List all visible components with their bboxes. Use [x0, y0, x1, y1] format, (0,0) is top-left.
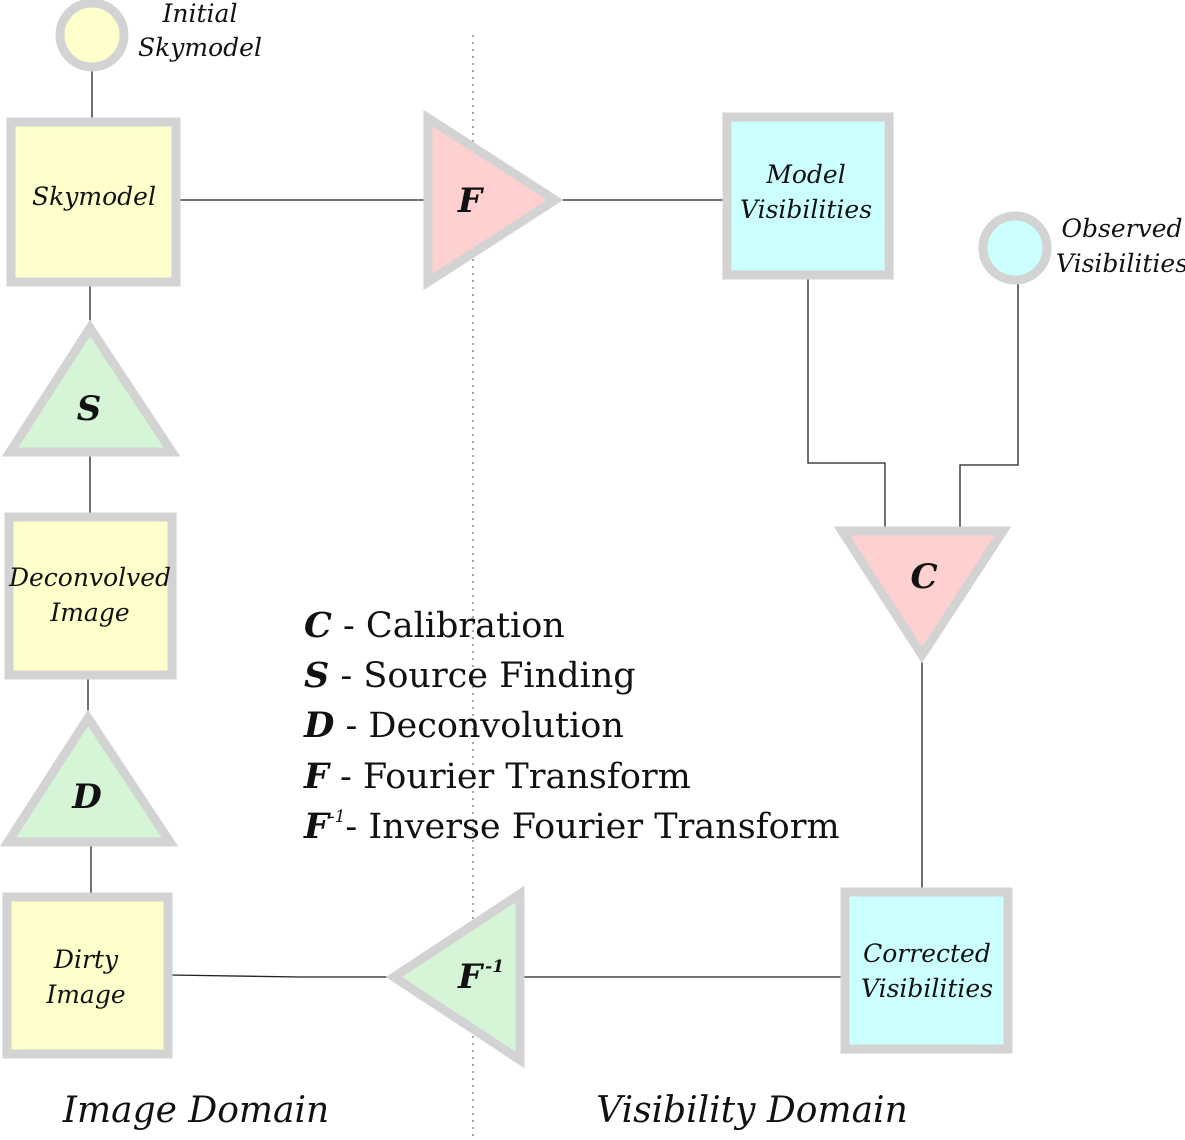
- legend-text: - Inverse Fourier Transform: [345, 807, 839, 847]
- model-visibilities-label-line2: Visibilities: [740, 195, 872, 224]
- dirty-image-label-line2: Image: [45, 980, 125, 1009]
- legend-text: - Calibration: [332, 606, 565, 646]
- deconvolution-operator: D: [0, 709, 179, 847]
- legend-item-source-finding: S - Source Finding: [304, 655, 636, 696]
- fourier-operator: F: [423, 109, 564, 291]
- source-finding-symbol: S: [77, 389, 102, 429]
- visibility-domain-label: Visibility Domain: [596, 1090, 908, 1131]
- edge-model-vis-to-calibration: [807, 276, 886, 528]
- deconvolution-triangle: [0, 709, 179, 847]
- legend-item-inverse-fourier: F-1- Inverse Fourier Transform: [303, 806, 840, 847]
- source-finding-operator: S: [1, 319, 181, 457]
- model-visibilities-label-line1: Model: [765, 160, 845, 189]
- dirty-image-box: [2, 892, 173, 1059]
- legend-symbol: S: [304, 655, 329, 696]
- image-domain-label: Image Domain: [62, 1090, 329, 1131]
- calibration-triangle: [833, 526, 1012, 664]
- skymodel-label: Skymodel: [32, 182, 156, 211]
- initial-skymodel-label-line2: Skymodel: [138, 33, 262, 62]
- fourier-symbol: F: [457, 181, 485, 221]
- legend-superscript: -1: [329, 807, 346, 827]
- deconvolved-image-box: [4, 512, 177, 680]
- legend-item-deconvolution: D - Deconvolution: [303, 705, 624, 746]
- legend-text: - Source Finding: [329, 656, 635, 696]
- corrected-visibilities-node: Corrected Visibilities: [840, 887, 1013, 1054]
- edge-observed-vis-to-calibration: [959, 280, 1019, 528]
- inverse-fourier-triangle: [385, 885, 525, 1069]
- deconvolved-image-label-line1: Deconvolved: [8, 563, 171, 592]
- calibration-symbol: C: [910, 557, 937, 597]
- inverse-fourier-symbol-base: F: [457, 957, 485, 997]
- edges: [87, 62, 1019, 978]
- deconvolved-image-label-line2: Image: [49, 598, 129, 627]
- skymodel-box: [6, 117, 181, 287]
- observed-visibilities-label-line1: Observed: [1062, 214, 1183, 243]
- initial-skymodel-circle: [55, 0, 129, 72]
- inverse-fourier-operator: F-1: [385, 885, 525, 1069]
- legend-item-calibration: C - Calibration: [304, 605, 565, 646]
- observed-visibilities-label-line2: Visibilities: [1056, 249, 1185, 278]
- dirty-image-label-line1: Dirty: [53, 945, 119, 974]
- deconvolved-image-node: Deconvolved Image: [4, 512, 177, 680]
- deconvolution-symbol: D: [71, 777, 102, 817]
- legend-item-fourier: F - Fourier Transform: [303, 756, 691, 797]
- observed-visibilities-circle: [978, 211, 1052, 285]
- initial-skymodel-label-line1: Initial: [162, 0, 238, 28]
- legend-symbol: F: [303, 756, 331, 797]
- legend: C - Calibration S - Source Finding D - D…: [303, 605, 840, 847]
- model-visibilities-node: Model Visibilities: [722, 112, 894, 280]
- fourier-triangle: [423, 109, 564, 291]
- model-visibilities-box: [722, 112, 894, 280]
- legend-symbol: D: [303, 705, 335, 746]
- skymodel-node: Skymodel: [6, 117, 181, 287]
- legend-symbol: F: [303, 806, 331, 847]
- source-finding-triangle: [1, 319, 181, 457]
- initial-skymodel-node: Initial Skymodel: [55, 0, 262, 72]
- calibration-operator: C: [833, 526, 1012, 664]
- inverse-fourier-symbol: F-1: [457, 957, 504, 997]
- legend-symbol: C: [304, 605, 332, 646]
- observed-visibilities-node: Observed Visibilities: [978, 211, 1185, 285]
- dirty-image-node: Dirty Image: [2, 892, 173, 1059]
- edge-dirty-to-inverse-fourier: [168, 974, 392, 978]
- legend-text: - Fourier Transform: [329, 757, 691, 797]
- inverse-fourier-symbol-superscript: -1: [485, 957, 504, 977]
- corrected-visibilities-box: [840, 887, 1013, 1054]
- corrected-visibilities-label-line1: Corrected: [863, 939, 991, 968]
- corrected-visibilities-label-line2: Visibilities: [861, 974, 993, 1003]
- legend-text: - Deconvolution: [334, 706, 624, 746]
